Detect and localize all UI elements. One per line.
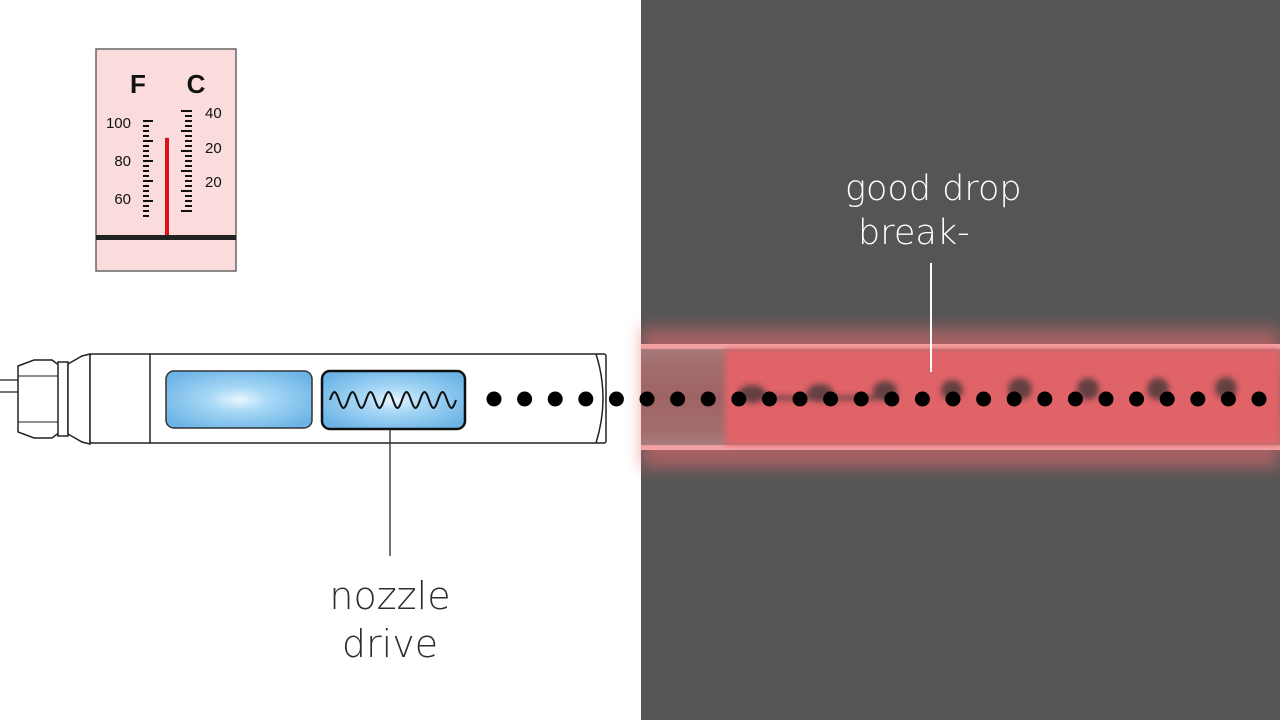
c-tick-label: 20 xyxy=(205,174,222,191)
drop xyxy=(700,391,716,407)
fluid-chamber xyxy=(165,370,313,429)
nozzle-label-line2: drive xyxy=(341,621,439,666)
drop xyxy=(945,391,961,407)
nozzle-neck xyxy=(67,353,91,445)
drop xyxy=(1037,391,1053,407)
drop xyxy=(1251,391,1267,407)
drop xyxy=(1190,391,1206,407)
thread-collar xyxy=(57,361,69,437)
drop xyxy=(1006,391,1022,407)
drop xyxy=(1067,391,1083,407)
fahrenheit-scale xyxy=(143,120,153,217)
drop xyxy=(884,391,900,407)
f-tick-label: 100 xyxy=(106,115,131,132)
thermometer-base-line xyxy=(96,235,236,240)
drop xyxy=(731,391,747,407)
thermometer: F C 100 80 60 40 20 20 xyxy=(95,48,237,272)
drop xyxy=(823,391,839,407)
celsius-scale xyxy=(181,110,192,212)
drop xyxy=(1220,391,1236,407)
unit-celsius: C xyxy=(187,69,206,99)
drop xyxy=(517,391,533,407)
nozzle-tip xyxy=(595,353,604,444)
drop xyxy=(1098,391,1114,407)
drop-photo xyxy=(1077,378,1099,400)
drop xyxy=(547,391,563,407)
drop xyxy=(853,391,869,407)
drop xyxy=(976,391,992,407)
unit-fahrenheit: F xyxy=(130,69,146,99)
f-tick-label: 60 xyxy=(114,191,131,208)
drop xyxy=(761,391,777,407)
drop xyxy=(639,391,655,407)
drop xyxy=(914,391,930,407)
drop-label-line1: good drop xyxy=(845,169,1022,209)
piezo-drive xyxy=(320,369,467,431)
drop-stream xyxy=(486,391,1267,407)
c-tick-label: 40 xyxy=(205,105,222,122)
nozzle-label-line1: nozzle xyxy=(329,574,451,618)
good-drop-break-label: good drop break- xyxy=(820,168,1040,256)
drop xyxy=(670,391,686,407)
drop-label-line2: break- xyxy=(858,212,970,253)
drop xyxy=(1129,391,1145,407)
drop xyxy=(1159,391,1175,407)
mercury-column xyxy=(165,137,169,235)
nozzle-drive-label: nozzle drive xyxy=(290,573,490,668)
drop xyxy=(578,391,594,407)
drop xyxy=(792,391,808,407)
fitting-nut xyxy=(17,359,61,439)
drop xyxy=(486,391,502,407)
drive-waveform xyxy=(329,390,457,410)
f-tick-label: 80 xyxy=(114,153,131,170)
drop xyxy=(608,391,624,407)
c-tick-label: 20 xyxy=(205,140,222,157)
